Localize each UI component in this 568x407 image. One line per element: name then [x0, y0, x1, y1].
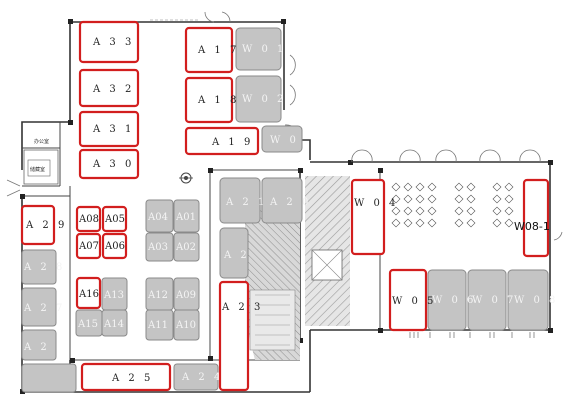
label-w01: W 0 1: [242, 44, 286, 55]
label-a15: A15: [77, 319, 98, 330]
booth-a04: [145, 199, 174, 233]
booth-a30: [78, 148, 140, 180]
booth-a01: [173, 199, 200, 233]
booth-w03: [261, 125, 303, 153]
booth-w05: [388, 268, 428, 332]
label-a07: A07: [78, 241, 99, 252]
booth-a22: [219, 227, 249, 279]
label-a05: A05: [104, 214, 125, 225]
table-cluster: [391, 182, 413, 228]
booth-a19: [184, 126, 260, 156]
table-cluster: [454, 182, 476, 228]
label-a23: A 2 3: [221, 302, 263, 313]
booth-a23: [218, 280, 250, 392]
booth-a21: [219, 177, 261, 224]
label-a06: A06: [104, 241, 125, 252]
label-w04: W 0 4: [354, 198, 398, 209]
booth-corner: [21, 363, 77, 393]
booth-a07: [75, 232, 102, 260]
booth-a08: [75, 205, 102, 233]
label-a24: A 2 4: [181, 372, 223, 383]
booth-w04: [350, 178, 386, 256]
label-w08-1: W08-1: [514, 220, 550, 233]
label-a12: A12: [147, 290, 168, 301]
booth-a26: [21, 329, 57, 361]
label-a18: A 1 8: [197, 95, 239, 106]
booth-a27: [21, 287, 57, 327]
label-a22: A 2: [223, 250, 250, 261]
booth-a03: [145, 232, 174, 262]
label-a30: A 3 0: [92, 159, 134, 170]
booth-w08-1: [522, 178, 550, 258]
storage-label: 储藏室: [30, 166, 45, 173]
label-a21: A 2 1: [225, 197, 267, 208]
label-a13: A13: [103, 290, 124, 301]
booth-a18: [184, 76, 234, 124]
label-a19: A 1 9: [211, 137, 253, 148]
label-a03: A03: [147, 242, 168, 253]
booth-a24: [173, 363, 219, 391]
label-a17: A 1 7: [197, 45, 239, 56]
booth-a16: [75, 276, 102, 310]
table-cluster: [415, 182, 437, 228]
booth-a11: [145, 309, 174, 341]
booth-a29: [20, 204, 56, 246]
label-a16: A16: [78, 289, 99, 300]
label-w08: W 0 8: [514, 295, 558, 306]
booth-w01: [235, 27, 282, 71]
label-a11: A11: [147, 320, 168, 331]
booth-a06: [101, 232, 128, 260]
booth-a28: [21, 249, 57, 285]
booth-w08: [507, 269, 549, 331]
highlighted-booths: [20, 20, 550, 392]
label-a32: A 3 2: [92, 84, 134, 95]
label-a08: A08: [78, 214, 99, 225]
office-room: 办公室 储藏室: [23, 138, 59, 185]
stair-areas: [245, 176, 350, 360]
label-a14: A14: [103, 319, 124, 330]
label-w05: W 0 5: [392, 296, 436, 307]
label-w03: W 0: [270, 135, 299, 146]
table-cluster: [492, 182, 514, 228]
label-a09: A09: [175, 290, 196, 301]
label-a01: A01: [175, 212, 196, 223]
label-a33: A 3 3: [92, 37, 134, 48]
label-w06: W 0 6: [432, 295, 476, 306]
label-a26: A 2: [23, 342, 50, 353]
door-ticks: [409, 332, 535, 338]
label-a28: A 2 8: [23, 262, 65, 273]
seating-area: [391, 182, 514, 228]
office-label: 办公室: [34, 138, 49, 145]
booth-a02: [173, 232, 200, 262]
label-a29: A 2 9: [25, 220, 67, 231]
plain-booths: [21, 27, 549, 393]
booth-w07: [467, 269, 507, 331]
label-a04: A04: [147, 212, 168, 223]
label-w07: W 0 7: [472, 295, 516, 306]
booth-a10: [173, 309, 200, 341]
label-w02: W 0 2: [242, 94, 286, 105]
booth-w06: [427, 269, 467, 331]
compass-icon: [179, 172, 193, 184]
booth-a17: [184, 26, 234, 74]
booth-a05: [101, 205, 128, 233]
label-a20: A 2 0: [269, 197, 311, 208]
booth-a32: [78, 68, 140, 108]
label-a10: A10: [175, 320, 196, 331]
label-a25: A 2 5: [111, 373, 153, 384]
label-a02: A02: [175, 242, 196, 253]
booth-a20: [261, 177, 303, 224]
booth-a33: [78, 20, 140, 64]
label-a27: A 2 7: [23, 303, 65, 314]
booth-a25: [80, 362, 172, 392]
label-a31: A 3 1: [92, 124, 134, 135]
booth-a31: [78, 110, 140, 148]
booth-a14: [101, 309, 128, 337]
booth-w02: [235, 75, 282, 123]
plain-booth-labels: W 0 1 W 0 2 W 0 A04 A01 A03 A02 A 2 1 A …: [23, 44, 558, 383]
highlighted-booth-labels: A 3 3 A 3 2 A 3 1 A 3 0 A 1 7 A 1 8 A 1 …: [25, 37, 550, 384]
